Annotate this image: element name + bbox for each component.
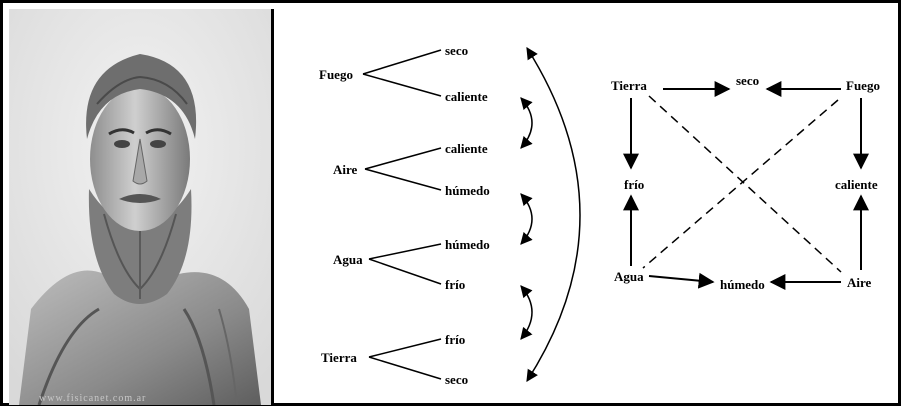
- branch-line: [363, 74, 441, 96]
- branch-line: [369, 244, 441, 259]
- branch-line: [365, 148, 441, 169]
- quality-label: caliente: [445, 141, 488, 156]
- branch-line: [363, 50, 441, 74]
- quality-label: caliente: [445, 89, 488, 104]
- branch-diagram: Fuego seco caliente Aire caliente húmedo…: [319, 43, 580, 387]
- diagram-svg: Fuego seco caliente Aire caliente húmedo…: [273, 6, 901, 406]
- quality-label: húmedo: [445, 183, 490, 198]
- side-label-left: frío: [624, 177, 644, 192]
- branch-line: [369, 259, 441, 284]
- square-diagram: Tierra Fuego Agua Aire seco frío calient…: [611, 73, 880, 292]
- side-label-bottom: húmedo: [720, 277, 765, 292]
- quality-label: frío: [445, 332, 465, 347]
- corner-label-fuego: Fuego: [846, 78, 880, 93]
- quality-label: seco: [445, 43, 468, 58]
- element-label-aire: Aire: [333, 162, 358, 177]
- branch-line: [369, 357, 441, 379]
- bust-image: www.fisicanet.com.ar: [9, 9, 271, 405]
- link-arrow: [521, 286, 532, 339]
- side-label-right: caliente: [835, 177, 878, 192]
- quality-label: seco: [445, 372, 468, 387]
- watermark-text: www.fisicanet.com.ar: [39, 393, 146, 404]
- arrow-agua-humedo: [649, 276, 713, 282]
- link-arrow-large: [527, 48, 580, 381]
- side-label-top: seco: [736, 73, 759, 88]
- element-label-agua: Agua: [333, 252, 363, 267]
- corner-label-tierra: Tierra: [611, 78, 647, 93]
- corner-label-agua: Agua: [614, 269, 644, 284]
- elements-diagram: Fuego seco caliente Aire caliente húmedo…: [273, 6, 901, 406]
- quality-label: frío: [445, 277, 465, 292]
- corner-label-aire: Aire: [847, 275, 872, 290]
- portrait-panel: www.fisicanet.com.ar: [9, 9, 274, 405]
- link-arrow: [521, 194, 532, 244]
- quality-label: húmedo: [445, 237, 490, 252]
- link-arrow: [521, 98, 532, 148]
- branch-line: [369, 339, 441, 357]
- branch-line: [365, 169, 441, 190]
- element-label-tierra: Tierra: [321, 350, 357, 365]
- element-label-fuego: Fuego: [319, 67, 353, 82]
